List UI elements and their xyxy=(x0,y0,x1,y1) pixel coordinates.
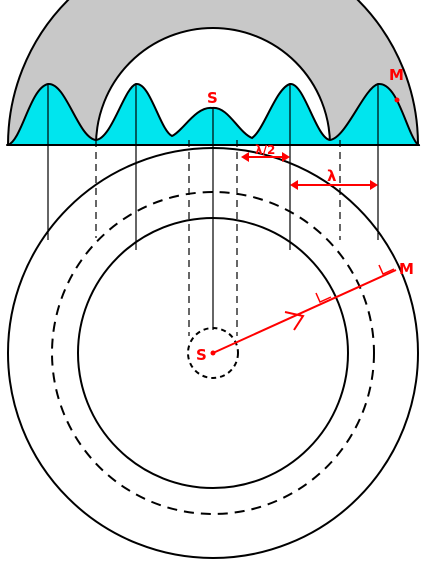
point-m-dot-top xyxy=(394,97,400,103)
label-point-m-bottom: M xyxy=(399,260,414,278)
right-angle-mark-outer xyxy=(378,264,395,275)
dashed-circle xyxy=(51,191,375,515)
dashed-projection-lines xyxy=(95,140,341,336)
label-source-top: S xyxy=(207,89,218,107)
label-half-wavelength: λ/2 xyxy=(255,143,275,157)
surface-cross-section xyxy=(6,0,420,146)
source-dot-bottom xyxy=(210,350,216,356)
label-point-m-top: M xyxy=(389,66,404,84)
projection-lines xyxy=(47,84,379,330)
label-source-bottom: S xyxy=(196,346,207,364)
ray-s-to-m xyxy=(212,269,397,354)
ray-direction-arrow xyxy=(284,311,305,331)
right-angle-mark-inner xyxy=(315,292,332,303)
label-wavelength: λ xyxy=(327,167,337,185)
annotations xyxy=(210,97,400,356)
